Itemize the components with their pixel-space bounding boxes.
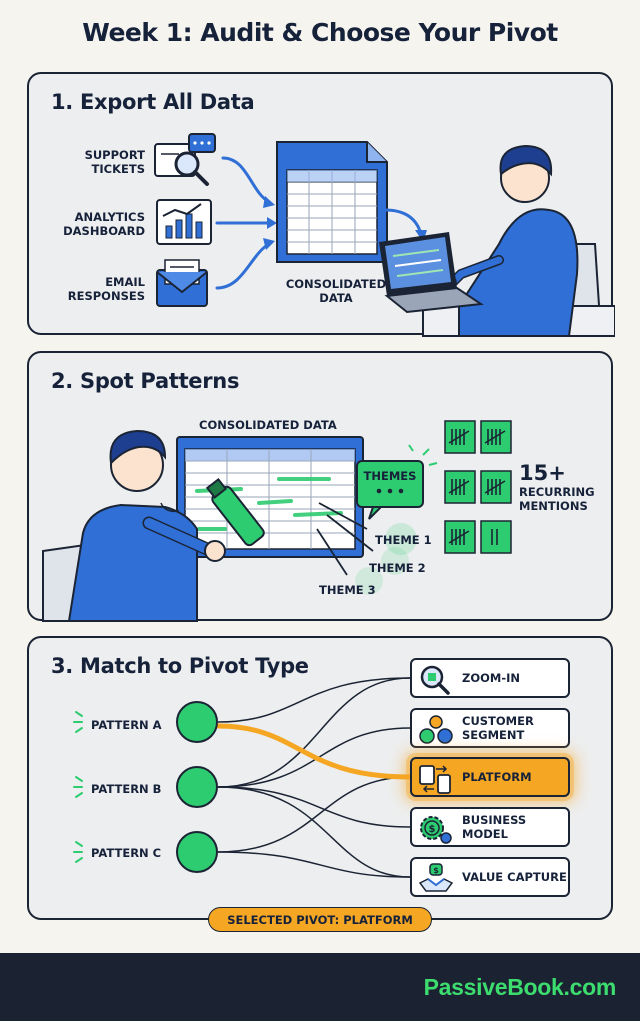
support-ticket-icon — [154, 133, 216, 186]
theme-label-3: THEME 3 — [319, 583, 376, 597]
pivot-option-platform[interactable]: PLATFORM — [410, 757, 570, 797]
consolidated-data-label: CONSOLIDATED DATA — [285, 277, 387, 305]
pattern-node-b[interactable] — [176, 766, 218, 808]
pivot-label: CUSTOMER SEGMENT — [462, 714, 534, 742]
analytics-chart-icon — [156, 199, 212, 245]
step-heading: 2. Spot Patterns — [51, 369, 240, 393]
person-with-marker-icon — [67, 429, 265, 622]
step-patterns-panel: 2. Spot Patterns CONSOLIDATED DATA — [27, 351, 613, 622]
pattern-tick-icon — [73, 711, 83, 863]
pivot-label: VALUE CAPTURE — [462, 870, 567, 884]
pivot-option-customer-segment[interactable]: CUSTOMER SEGMENT — [410, 708, 570, 748]
theme-label-1: THEME 1 — [375, 533, 432, 547]
gear-dollar-icon: $ — [420, 816, 452, 844]
pattern-label-a: PATTERN A — [91, 718, 162, 732]
pivot-option-value-capture[interactable]: $ VALUE CAPTURE — [410, 857, 570, 897]
person-at-laptop-icon — [379, 144, 615, 337]
sheet-label: CONSOLIDATED DATA — [199, 418, 337, 432]
pattern-node-a[interactable] — [176, 701, 218, 743]
step-export-panel: 1. Export All Data SUPPORT TICKETS ANALY… — [27, 72, 615, 337]
mention-count: 15+ — [519, 461, 566, 485]
source-label-support: SUPPORT TICKETS — [84, 148, 145, 176]
export-illustration — [154, 133, 615, 337]
spreadsheet-icon — [276, 141, 388, 263]
page-title: Week 1: Audit & Choose Your Pivot — [82, 18, 558, 47]
spreadsheet-icon — [176, 436, 364, 558]
svg-text:$: $ — [433, 866, 439, 875]
svg-text:$: $ — [429, 824, 436, 835]
arrowhead-icon — [263, 196, 277, 250]
step-heading: 1. Export All Data — [51, 90, 255, 114]
flow-arrow-icon — [215, 156, 271, 290]
patterns-illustration — [42, 420, 512, 622]
pattern-node-c[interactable] — [176, 831, 218, 873]
theme-pointer-icon — [316, 502, 374, 576]
source-label-analytics: ANALYTICS DASHBOARD — [63, 210, 145, 238]
pivot-connections — [73, 677, 413, 878]
pivot-option-business-model[interactable]: $ BUSINESS MODEL — [410, 807, 570, 847]
footer: PassiveBook.com — [0, 953, 640, 1021]
brand-link[interactable]: PassiveBook.com — [423, 974, 617, 1000]
pattern-label-c: PATTERN C — [91, 846, 162, 860]
step-heading: 3. Match to Pivot Type — [51, 654, 309, 678]
selected-pivot-badge: SELECTED PIVOT: PLATFORM — [208, 907, 432, 932]
pivot-option-zoom-in[interactable]: ZOOM-IN — [410, 658, 570, 698]
email-envelope-icon — [156, 259, 208, 307]
magnifier-icon — [420, 665, 450, 695]
handshake-icon: $ — [418, 863, 454, 892]
selected-path — [215, 723, 413, 780]
devices-icon — [419, 765, 451, 794]
pivot-label: BUSINESS MODEL — [462, 813, 527, 841]
pivot-label: ZOOM-IN — [462, 671, 521, 685]
speech-bubble-icon — [356, 444, 438, 520]
pivot-label: PLATFORM — [462, 770, 532, 784]
people-group-icon — [419, 715, 453, 744]
mention-count-label: RECURRING MENTIONS — [519, 485, 595, 513]
source-label-email: EMAIL RESPONSES — [67, 275, 145, 303]
theme-label-2: THEME 2 — [369, 561, 426, 575]
themes-bubble-label: THEMES — [363, 469, 417, 483]
pattern-label-b: PATTERN B — [91, 782, 162, 796]
tally-cards-icon — [444, 420, 512, 554]
